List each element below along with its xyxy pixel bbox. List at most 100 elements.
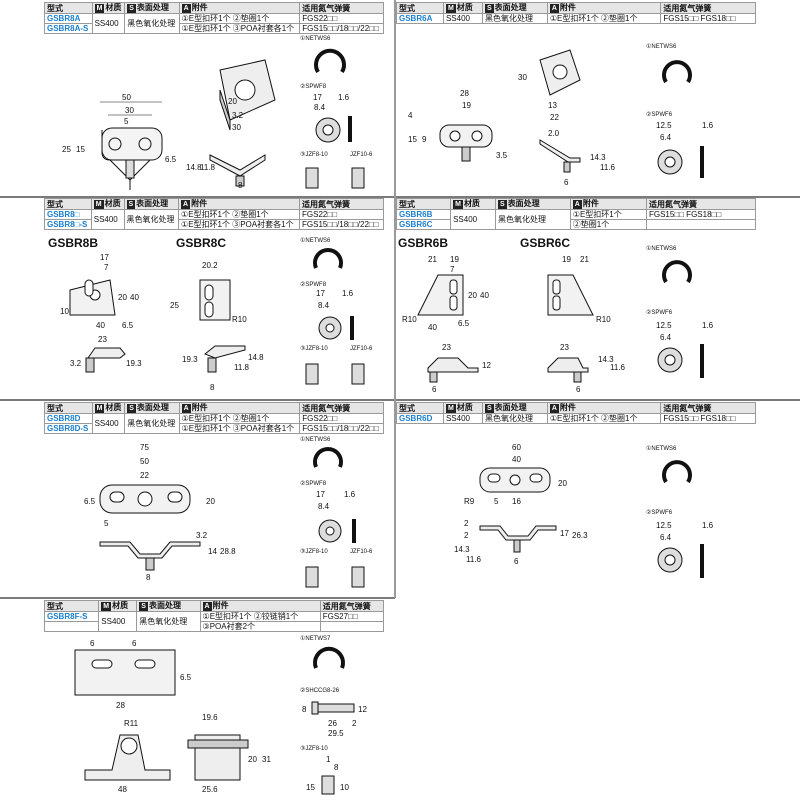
washer-od: 17 <box>316 490 325 499</box>
header-badge: S <box>139 602 148 611</box>
gsbr8a-top-view <box>101 127 163 190</box>
header-badge: S <box>127 4 136 13</box>
part-ring: ①NETWS6 <box>646 445 677 452</box>
header-spring: 适用氮气弹簧 <box>302 3 351 13</box>
washer-t: 1.6 <box>344 490 356 499</box>
part-bush: ③JZF8-10 <box>300 548 328 555</box>
accessory-cell: ①E型扣环1个 ②垫圈1个 <box>546 413 662 424</box>
part-ring: ①NETWS6 <box>300 35 331 42</box>
gsbr8b-side <box>87 347 126 359</box>
gsbr8d-side <box>99 541 201 559</box>
pin-l4: 2 <box>352 719 357 728</box>
part-bush2: JZF10-6 <box>350 346 373 352</box>
spring-cell: FGS15□□/18□□/22□□ <box>299 423 384 434</box>
dim-20: 20 <box>468 291 477 300</box>
surface-cell: 黑色氧化处理 <box>481 413 548 424</box>
dim-r11: R11 <box>124 719 139 728</box>
dim-30b: 30 <box>232 123 241 132</box>
dim-14-8: 14.8 <box>248 353 264 362</box>
part-washer: ②SPWF8 <box>300 480 327 487</box>
header-badge: M <box>453 200 463 209</box>
header-spring: 适用氮气弹簧 <box>663 3 712 13</box>
header-spring: 适用氮气弹簧 <box>322 601 371 611</box>
header-accessory: 附件 <box>191 403 208 412</box>
dim-25: 25 <box>62 145 71 154</box>
header-badge: A <box>181 4 191 13</box>
s7-parts: ①NETWS7 ②SHCCG8-26 8 12 26 29.5 2 ③JZF8-… <box>300 635 367 795</box>
model-title: GSBR8B <box>48 236 99 250</box>
dim-6b: 6 <box>576 385 581 394</box>
bushing-icon <box>305 363 319 385</box>
model-title: GSBR6C <box>520 236 571 250</box>
dim-23b: 23 <box>560 343 569 352</box>
pin-l1: 12 <box>358 705 367 714</box>
dim-6-5: 6.5 <box>180 673 192 682</box>
part-ring: ①NETWS6 <box>646 43 677 50</box>
accessory-cell: ①E型扣环1个 <box>569 209 647 220</box>
header-accessory: 附件 <box>559 403 576 412</box>
washer-od: 12.5 <box>656 521 672 530</box>
spring-cell: FGS15□□ FGS18□□ <box>660 13 756 24</box>
dim-2: 2 <box>464 519 469 528</box>
dim-15: 15 <box>76 145 85 154</box>
dim-23: 23 <box>98 335 107 344</box>
header-spring: 适用氮气弹簧 <box>302 403 351 413</box>
gsbr6a-front-view <box>539 139 581 173</box>
header-model: 型式 <box>47 403 63 413</box>
dim-31: 31 <box>262 755 271 764</box>
dim-21: 21 <box>428 255 437 264</box>
dim-3-2: 3.2 <box>196 531 208 540</box>
washer-id: 6.4 <box>660 133 672 142</box>
gsbr8f-drawing: 6 6 6.5 28 R11 48 19.6 20 31 25.6 <box>74 639 271 794</box>
dim-3-2: 3.2 <box>70 359 82 368</box>
section-divider <box>0 597 395 599</box>
header-badge: S <box>484 404 494 413</box>
dim-20: 20 <box>558 479 567 488</box>
washer-od: 17 <box>316 289 325 298</box>
dim-6: 6 <box>514 557 519 566</box>
header-badge: M <box>445 404 456 413</box>
part-washer: ②SPWF6 <box>646 309 673 316</box>
gsbr6a-iso-view <box>539 49 581 96</box>
header-material: 材质 <box>104 199 121 208</box>
spring-cell: FGS22□□ <box>299 209 384 220</box>
gsbr8d-drawing: 75 50 22 6.5 5 20 3.2 14 28.8 8 <box>84 443 236 582</box>
retaining-ring-icon <box>313 646 345 669</box>
gsbr6a-top-view <box>439 124 493 162</box>
gsbr6a-drawing: 28 19 4 15 9 3.5 30 13 22 2.0 6 14.3 11.… <box>408 49 616 187</box>
model-code: GSBR8□-S <box>44 219 92 230</box>
header-accessory: 附件 <box>559 3 576 12</box>
accessory-cell: ①E型扣环1个 ②垫圈1个 <box>178 209 301 220</box>
washer-od: 17 <box>313 93 322 102</box>
header-spring: 适用氮气弹簧 <box>648 199 697 209</box>
model-code: GSBR8D-S <box>44 423 93 434</box>
header-model: 型式 <box>47 199 63 209</box>
model-title: GSBR8C <box>176 236 227 250</box>
part-washer: ②SPWF8 <box>300 281 327 288</box>
bush-c: 15 <box>306 783 315 792</box>
dim-7: 7 <box>104 263 109 272</box>
s6-parts: ①NETWS6 ②SPWF6 12.5 1.6 6.4 <box>646 445 714 578</box>
header-badge: A <box>549 404 559 413</box>
gsbr8a-iso-view <box>219 59 276 131</box>
dim-19: 19 <box>450 255 459 264</box>
dim-2b: 2 <box>464 531 469 540</box>
gsbr8f-hinge <box>84 734 171 781</box>
washer-t: 1.6 <box>338 93 350 102</box>
dim-r10: R10 <box>402 315 417 324</box>
washer-od: 12.5 <box>656 121 672 130</box>
header-badge: S <box>484 4 494 13</box>
header-badge: A <box>181 200 191 209</box>
dim-40: 40 <box>480 291 489 300</box>
dim-25: 25 <box>170 301 179 310</box>
dim-6-5: 6.5 <box>84 497 96 506</box>
dim-6a: 6 <box>90 639 95 648</box>
bushing-icon <box>351 566 365 588</box>
dim-26-3: 26.3 <box>572 531 588 540</box>
header-model: 型式 <box>47 3 63 13</box>
header-badge: A <box>572 200 582 209</box>
